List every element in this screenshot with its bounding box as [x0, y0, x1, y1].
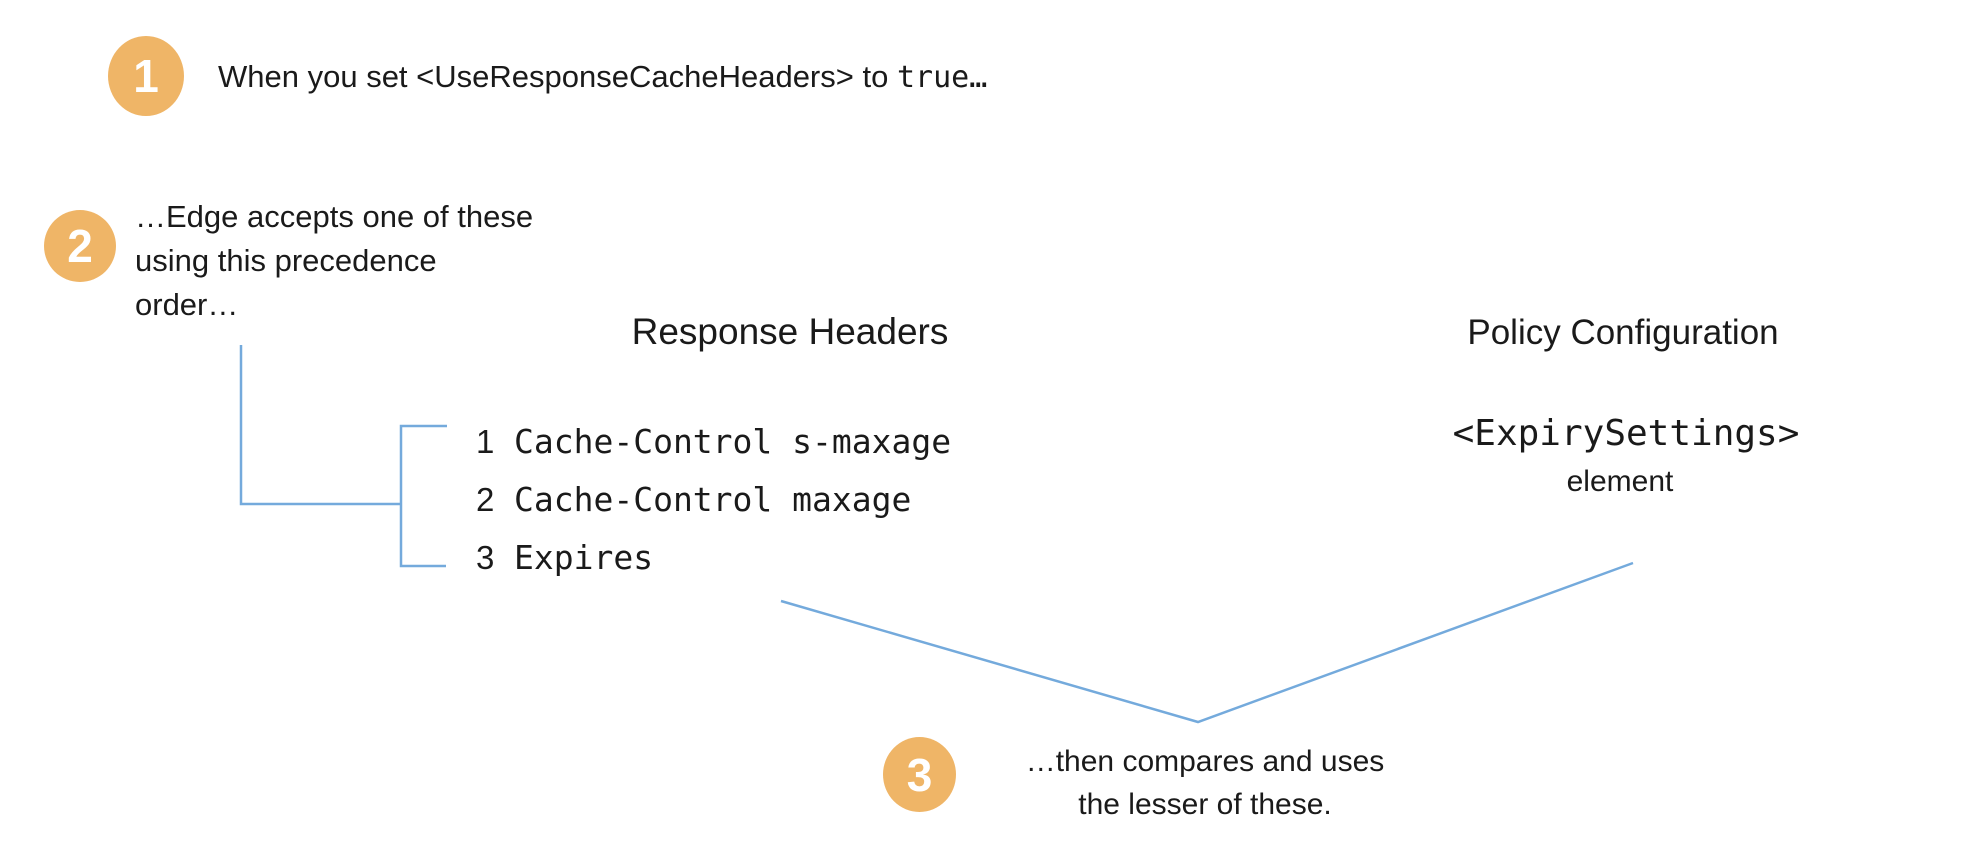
step3-text-line1: …then compares and uses	[1025, 745, 1385, 778]
step1-text-sans: When you set <UseResponseCacheHeaders> t…	[218, 59, 897, 94]
precedence-rank: 1	[476, 423, 495, 460]
precedence-bracket-line	[399, 424, 447, 568]
precedence-connector-line	[239, 345, 401, 506]
step2-number: 2	[67, 220, 93, 272]
step3-text-line2: the lesser of these.	[1078, 788, 1332, 821]
precedence-item: 2 Cache-Control maxage	[476, 471, 951, 529]
step1-text: When you set <UseResponseCacheHeaders> t…	[218, 55, 987, 100]
precedence-item: 1 Cache-Control s-maxage	[476, 413, 951, 471]
precedence-header-name: Cache-Control maxage	[514, 480, 912, 519]
step1-text-code: true…	[896, 60, 988, 95]
step2-text: …Edge accepts one of these using this pr…	[135, 195, 533, 327]
step1-badge: 1	[108, 36, 184, 116]
step3-badge: 3	[883, 737, 956, 812]
step3-number: 3	[906, 748, 933, 801]
step3-text: …then compares and uses the lesser of th…	[980, 740, 1430, 826]
precedence-header-name: Expires	[514, 538, 654, 577]
compare-v-line	[780, 561, 1634, 724]
step2-text-line2: using this precedence	[135, 243, 437, 278]
step1-number: 1	[133, 50, 159, 102]
step2-text-line3: order…	[135, 287, 239, 322]
precedence-header-name: Cache-Control s-maxage	[514, 422, 952, 461]
precedence-rank: 3	[476, 539, 495, 576]
response-headers-title: Response Headers	[631, 311, 949, 352]
precedence-rank: 2	[476, 481, 495, 518]
step2-badge: 2	[44, 210, 116, 282]
precedence-list: 1 Cache-Control s-maxage 2 Cache-Control…	[476, 413, 951, 587]
expiry-settings-label: element	[1566, 465, 1674, 498]
precedence-item: 3 Expires	[476, 529, 951, 587]
expiry-settings-code: <ExpirySettings>	[1452, 413, 1800, 454]
policy-configuration-title: Policy Configuration	[1467, 313, 1779, 352]
step2-text-line1: …Edge accepts one of these	[135, 199, 534, 234]
